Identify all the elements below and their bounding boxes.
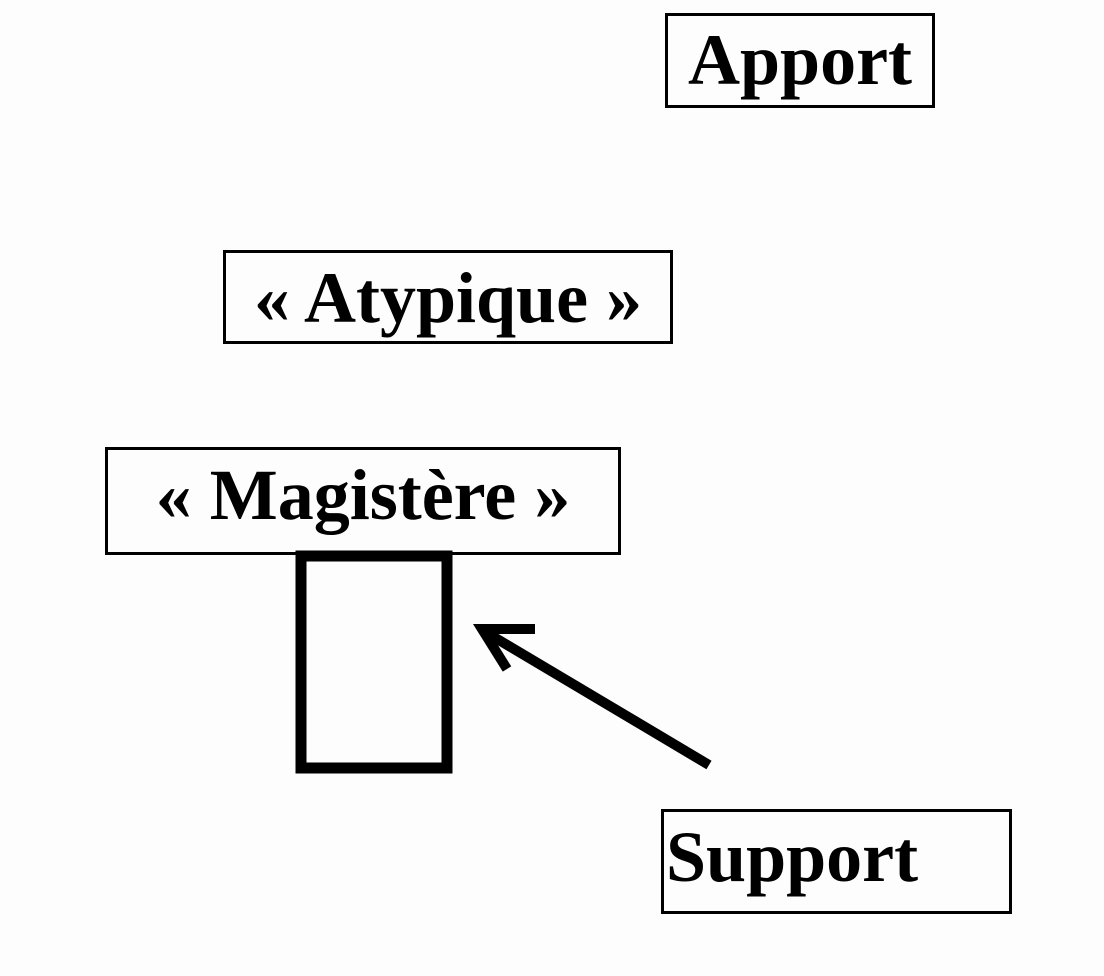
magistere-label: « Magistère » [156, 455, 571, 535]
support-box: Support [661, 809, 1012, 914]
atypique-box: « Atypique » [223, 250, 673, 344]
magistere-box: « Magistère » [105, 447, 621, 555]
apport-label: Apport [688, 20, 912, 100]
atypique-label: « Atypique » [254, 258, 642, 338]
support-label: Support [666, 817, 918, 897]
arrow [472, 624, 712, 770]
support-rectangle [295, 550, 453, 774]
apport-box: Apport [665, 13, 935, 108]
